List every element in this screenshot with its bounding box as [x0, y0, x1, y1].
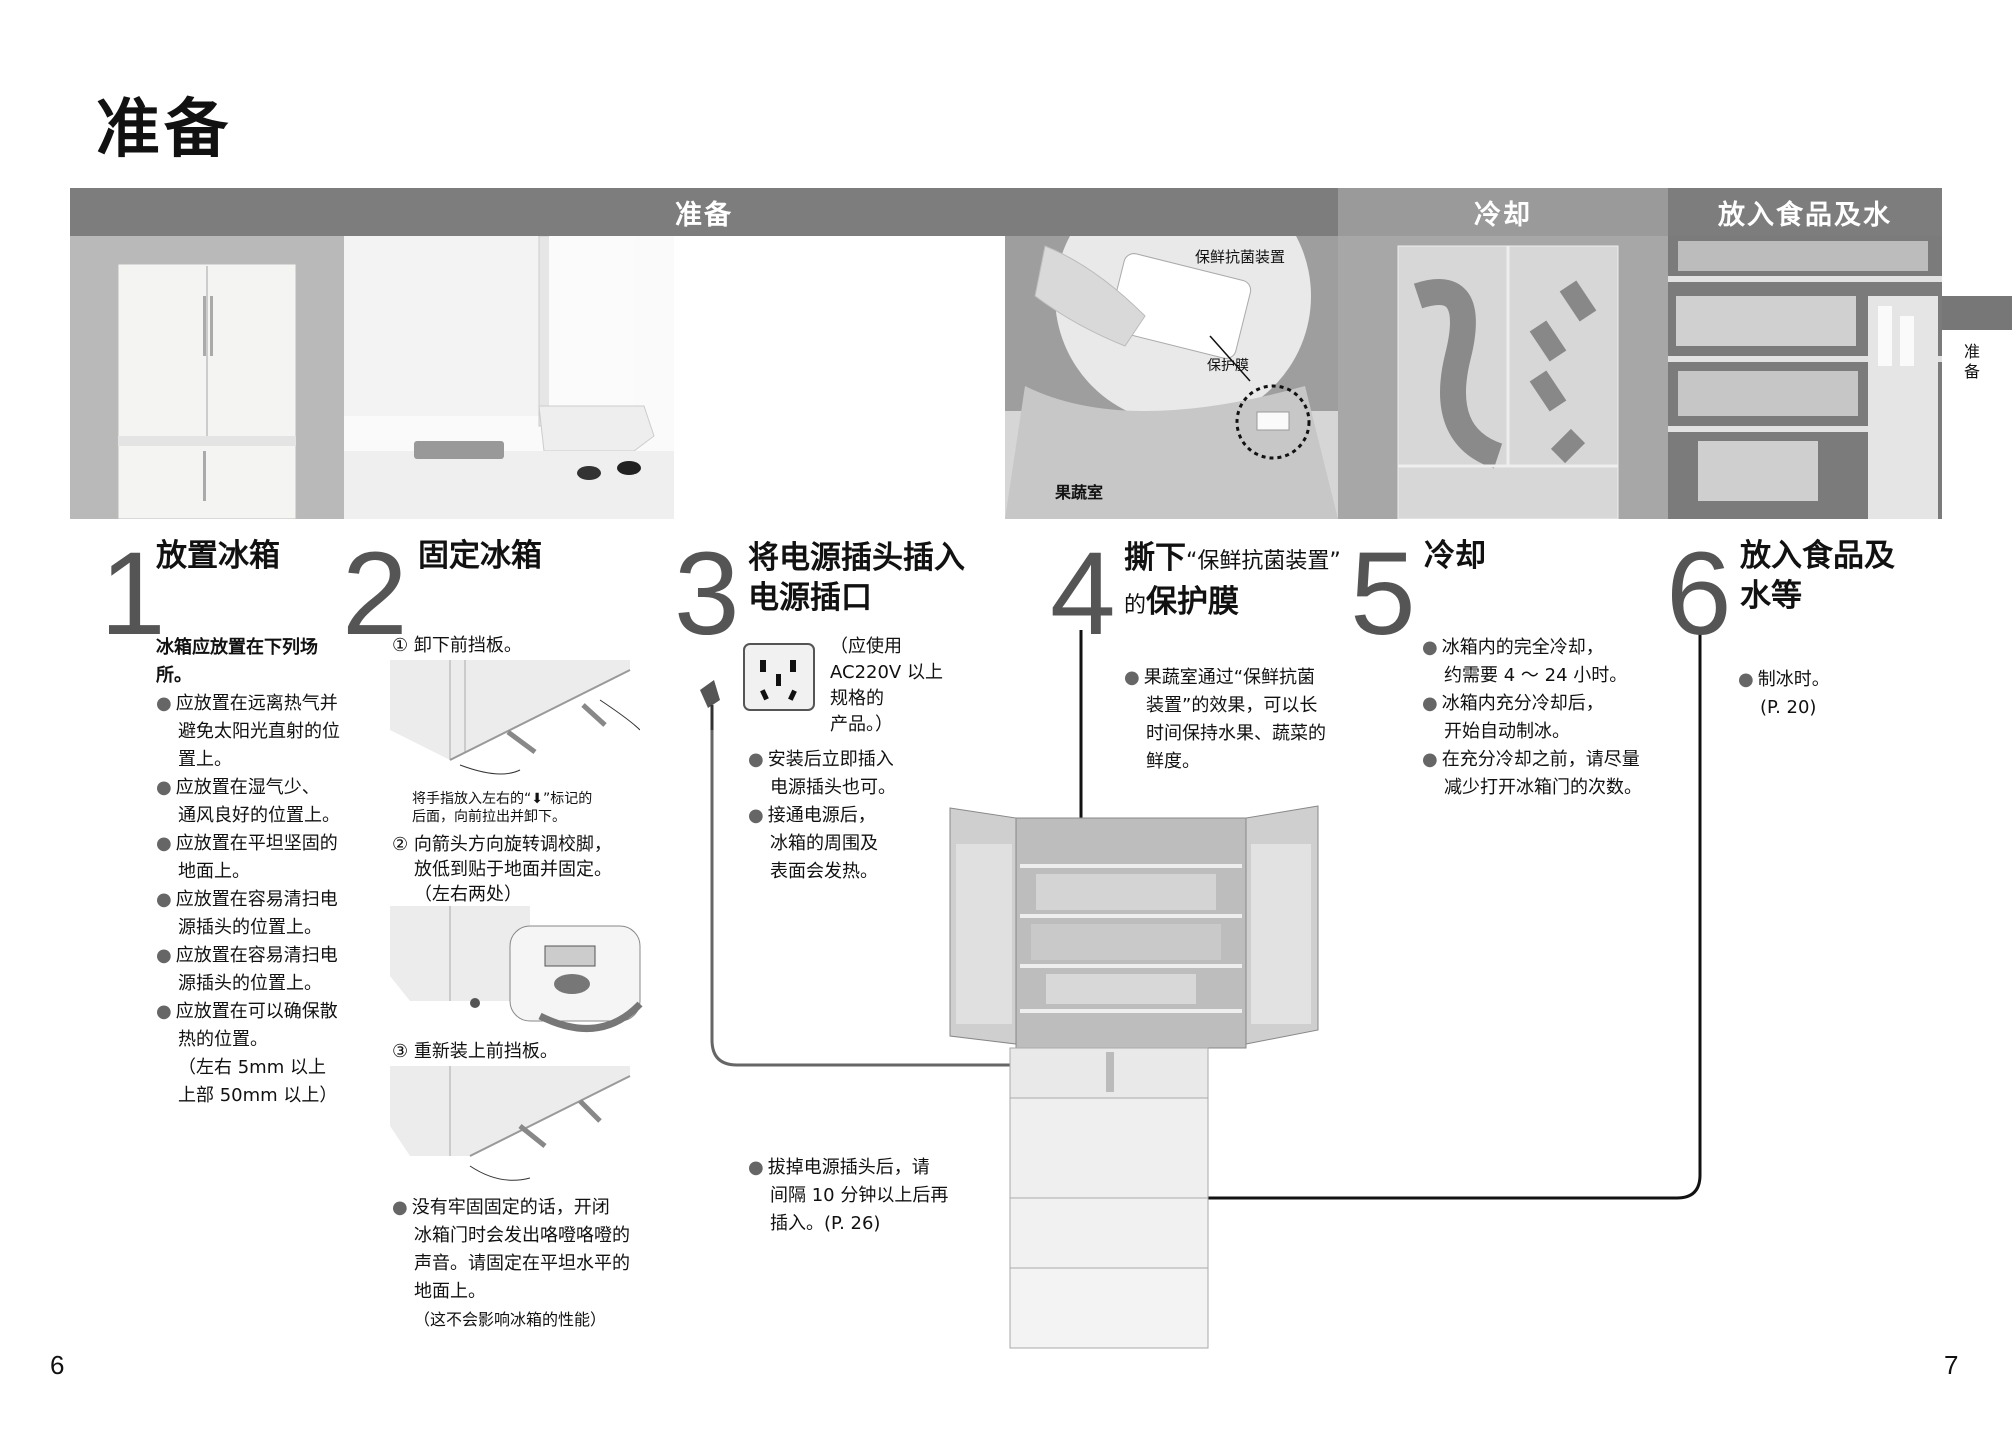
- step6-number: 6: [1666, 528, 1732, 660]
- step2-sub2: ② 向箭头方向旋转调校脚， 放低到贴于地面并固定。 （左右两处）: [392, 834, 612, 905]
- band-cool: 冷却: [1338, 188, 1668, 236]
- side-tab[interactable]: [1942, 296, 2012, 330]
- page-number-left: 6: [50, 1350, 65, 1380]
- step1-number: 1: [100, 528, 166, 660]
- step2-figure-remove-plate: [390, 660, 640, 792]
- step3-number: 3: [674, 528, 740, 660]
- fridge-illustration: [117, 263, 297, 519]
- step5-title: 冷却: [1424, 538, 1486, 574]
- step2-sub1: ① 卸下前挡板。: [392, 635, 522, 656]
- photo-leveling-foot: [344, 236, 674, 519]
- step1-title: 放置冰箱: [156, 538, 280, 574]
- step1-note: （左右 5mm 以上: [178, 1057, 326, 1078]
- band-food: 放入食品及水: [1668, 188, 1942, 236]
- step2-figure-reinstall-plate: [390, 1066, 631, 1181]
- photo-food-shelves: [1668, 236, 1942, 519]
- step6-title: 放入食品及 水等: [1740, 538, 1895, 614]
- step3-title: 将电源插头插入 电源插口: [748, 540, 965, 616]
- photo-fridge: [70, 236, 344, 519]
- list-item: 制冰时。(P. 20): [1738, 666, 1918, 722]
- list-item: 应放置在湿气少、通风良好的位置上。: [156, 774, 356, 830]
- food-illustration: [1668, 236, 1942, 519]
- cooling-illustration: [1397, 245, 1619, 519]
- page-title: 准备: [96, 93, 232, 167]
- label-vegetable-room: 果蔬室: [1054, 483, 1103, 502]
- step1-note: 上部 50mm 以上）: [178, 1085, 338, 1106]
- photo-cooling-flow: [1338, 236, 1668, 519]
- step2-title: 固定冰箱: [418, 538, 542, 574]
- step2-caption: 将手指放入左右的“⬇”标记的 后面，向前拉出并卸下。: [412, 791, 593, 825]
- step3-unplug-note: 拔掉电源插头后，请 间隔 10 分钟以上后再 插入。(P. 26): [748, 1154, 978, 1238]
- step1-intro: 冰箱应放置在下列场所。: [156, 637, 318, 686]
- device-illustration: 保鲜抗菌装置 保护膜 果蔬室: [1005, 236, 1338, 519]
- label-film: 保护膜: [1207, 358, 1249, 374]
- step6-list: 制冰时。(P. 20): [1738, 666, 1918, 722]
- step2-sub3: ③ 重新装上前挡板。: [392, 1041, 558, 1062]
- foot-illustration: [344, 236, 674, 519]
- label-device: 保鲜抗菌装置: [1195, 248, 1285, 266]
- step3-spec: （应使用 AC220V 以上 规格的 产品。）: [830, 636, 943, 735]
- step2-figure-adjust-foot: [390, 906, 643, 1032]
- step4-title: 撕下“保鲜抗菌装置” 的保护膜: [1124, 540, 1341, 620]
- page-number-right: 7: [1944, 1350, 1959, 1380]
- step4-number: 4: [1050, 528, 1116, 660]
- list-item: 冰箱内充分冷却后，开始自动制冰。: [1422, 690, 1682, 746]
- step2-number: 2: [342, 528, 408, 660]
- list-item: 冰箱内的完全冷却，约需要 4 ～ 24 小时。: [1422, 634, 1682, 690]
- photo-fresh-device: 保鲜抗菌装置 保护膜 果蔬室: [1005, 236, 1338, 519]
- step2-warning: 没有牢固固定的话，开闭 冰箱门时会发出咯噔咯噔的 声音。请固定在平坦水平的 地面…: [392, 1194, 652, 1334]
- band-prepare: 准备: [70, 188, 1338, 236]
- step4-body: 果蔬室通过“保鲜抗菌 装置”的效果，可以长 时间保持水果、蔬菜的 鲜度。: [1124, 664, 1344, 776]
- step5-list: 冰箱内的完全冷却，约需要 4 ～ 24 小时。 冰箱内充分冷却后，开始自动制冰。…: [1422, 634, 1682, 802]
- side-tab-label: 准 备: [1963, 342, 1980, 381]
- fridge-open-illustration: [949, 805, 1319, 1349]
- step5-number: 5: [1350, 528, 1416, 660]
